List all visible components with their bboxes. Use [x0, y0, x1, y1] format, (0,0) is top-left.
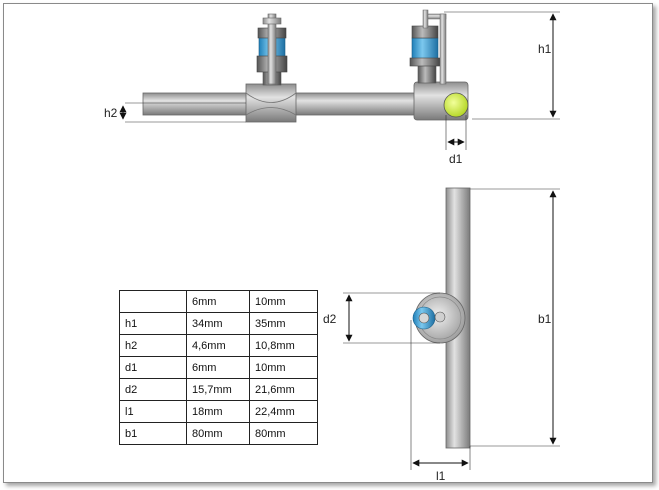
h2-label: h2	[104, 106, 118, 120]
table-row: l1 18mm 22,4mm	[119, 400, 318, 423]
side-spindle	[422, 9, 429, 29]
d1-label: d1	[449, 152, 463, 166]
top-lever-post	[434, 311, 446, 323]
table-header-row: 6mm 10mm	[119, 290, 318, 313]
table-cell: 10,8mm	[249, 334, 318, 357]
table-row: h1 34mm 35mm	[119, 312, 318, 335]
front-hub-curve-bottom	[245, 107, 297, 116]
front-hub-curve	[245, 92, 297, 103]
table-row: d2 15,7mm 21,6mm	[119, 378, 318, 401]
table-cell: d2	[119, 378, 187, 401]
side-view: h1 d1	[409, 9, 560, 166]
table-cell: 34mm	[186, 312, 250, 335]
l1-label: l1	[436, 469, 446, 483]
table-cell: 22,4mm	[249, 400, 318, 423]
table-cell: 18mm	[186, 400, 250, 423]
side-tube-end	[443, 92, 469, 118]
d2-label: d2	[323, 312, 337, 326]
front-hub	[245, 83, 297, 123]
table-row: d1 6mm 10mm	[119, 356, 318, 379]
front-spindle-top	[262, 17, 282, 25]
table-cell: 35mm	[249, 312, 318, 335]
table-row: b1 80mm 80mm	[119, 422, 318, 445]
side-lever-post	[439, 13, 447, 85]
table-cell: d1	[119, 356, 187, 379]
dimension-table: 6mm 10mm h1 34mm 35mm h2 4,6mm 10,8mm d1…	[119, 290, 318, 445]
table-cell: l1	[119, 400, 187, 423]
drawing-frame	[3, 3, 653, 483]
table-cell: b1	[119, 422, 187, 445]
table-cell: 6mm	[186, 356, 250, 379]
b1-label: b1	[538, 312, 552, 326]
table-cell: 80mm	[186, 422, 250, 445]
table-cell: 15,7mm	[186, 378, 250, 401]
table-cell: 21,6mm	[249, 378, 318, 401]
table-cell: h1	[119, 312, 187, 335]
table-cell: 4,6mm	[186, 334, 250, 357]
table-cell: h2	[119, 334, 187, 357]
table-cell: 10mm	[249, 290, 318, 313]
table-cell: 6mm	[186, 290, 250, 313]
top-spindle	[418, 312, 430, 324]
side-blue-sleeve	[411, 37, 439, 61]
side-dark-collar	[409, 57, 441, 67]
front-spindle	[267, 13, 277, 85]
table-cell: 80mm	[249, 422, 318, 445]
side-stem-base	[417, 63, 437, 84]
table-row: h2 4,6mm 10,8mm	[119, 334, 318, 357]
table-cell: 10mm	[249, 356, 318, 379]
h1-label: h1	[538, 42, 552, 56]
top-view: d2 b1 l1	[323, 187, 560, 483]
front-view: h2	[104, 13, 429, 123]
table-cell	[119, 290, 187, 313]
